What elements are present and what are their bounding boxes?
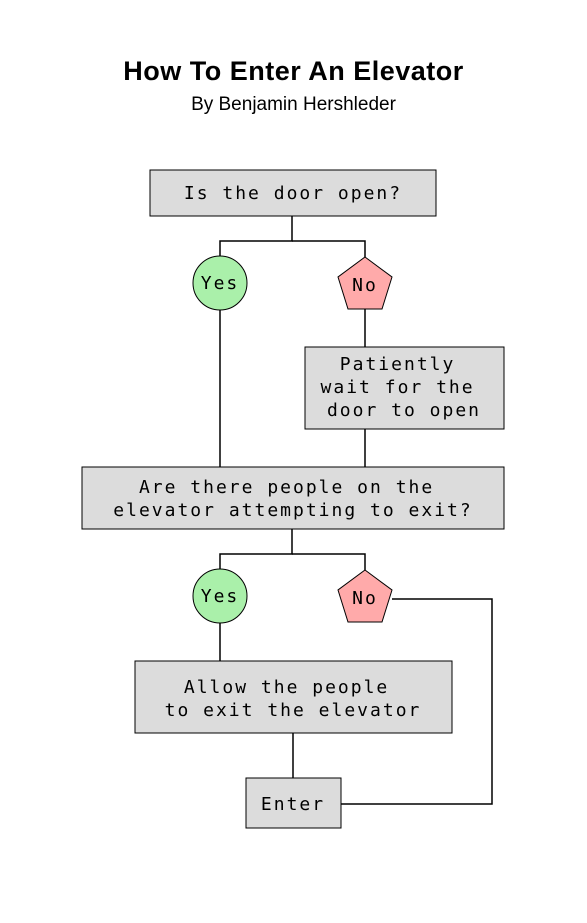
node-text: Enter bbox=[261, 794, 325, 815]
yes-node-2: Yes bbox=[192, 568, 248, 624]
yes-node-1: Yes bbox=[192, 255, 248, 311]
node-text: to exit the elevator bbox=[165, 700, 422, 721]
author-byline: By Benjamin Hershleder bbox=[191, 94, 396, 115]
connector-q2-split bbox=[219, 529, 293, 571]
node-text: Allow the people bbox=[184, 677, 389, 698]
svg-text:Patiently wait for the: Patiently wait for the door to open bbox=[321, 354, 488, 421]
svg-text:No: No bbox=[352, 588, 378, 609]
action-box-enter: Enter bbox=[245, 777, 342, 829]
connectors bbox=[219, 216, 493, 805]
svg-text:Allow the people to exit: Allow the people to exit the elevator bbox=[165, 677, 422, 721]
svg-text:Yes: Yes bbox=[201, 273, 240, 294]
node-text: wait for the bbox=[321, 377, 475, 398]
no-node-2: No bbox=[337, 569, 393, 623]
node-text: No bbox=[352, 275, 378, 296]
svg-text:Are there people on the: Are there people on the elevator attempt… bbox=[113, 477, 472, 521]
node-text: Is the door open? bbox=[184, 183, 402, 204]
svg-text:Yes: Yes bbox=[201, 586, 240, 607]
node-text: No bbox=[352, 588, 378, 609]
node-text: Yes bbox=[201, 273, 240, 294]
decision-box-people-exiting: Are there people on the elevator attempt… bbox=[81, 466, 505, 530]
connector-q1-to-no bbox=[292, 240, 366, 258]
action-box-wait: Patiently wait for the door to open bbox=[304, 346, 505, 430]
page-title: How To Enter An Elevator bbox=[123, 56, 464, 86]
svg-text:Enter: Enter bbox=[261, 794, 325, 815]
svg-text:Is the door open?: Is the door open? bbox=[184, 183, 402, 204]
no-node-1: No bbox=[337, 256, 393, 310]
node-text: door to open bbox=[327, 400, 481, 421]
svg-text:No: No bbox=[352, 275, 378, 296]
connector-q2-to-no bbox=[292, 553, 366, 571]
decision-box-door-open: Is the door open? bbox=[149, 169, 437, 217]
node-text: elevator attempting to exit? bbox=[113, 500, 472, 521]
node-text: Are there people on the bbox=[139, 477, 434, 498]
connector-q1-split bbox=[219, 216, 293, 258]
action-box-allow-exit: Allow the people to exit the elevator bbox=[134, 660, 453, 734]
node-text: Yes bbox=[201, 586, 240, 607]
connector-no2-to-enter bbox=[341, 598, 493, 805]
node-text: Patiently bbox=[340, 354, 456, 375]
